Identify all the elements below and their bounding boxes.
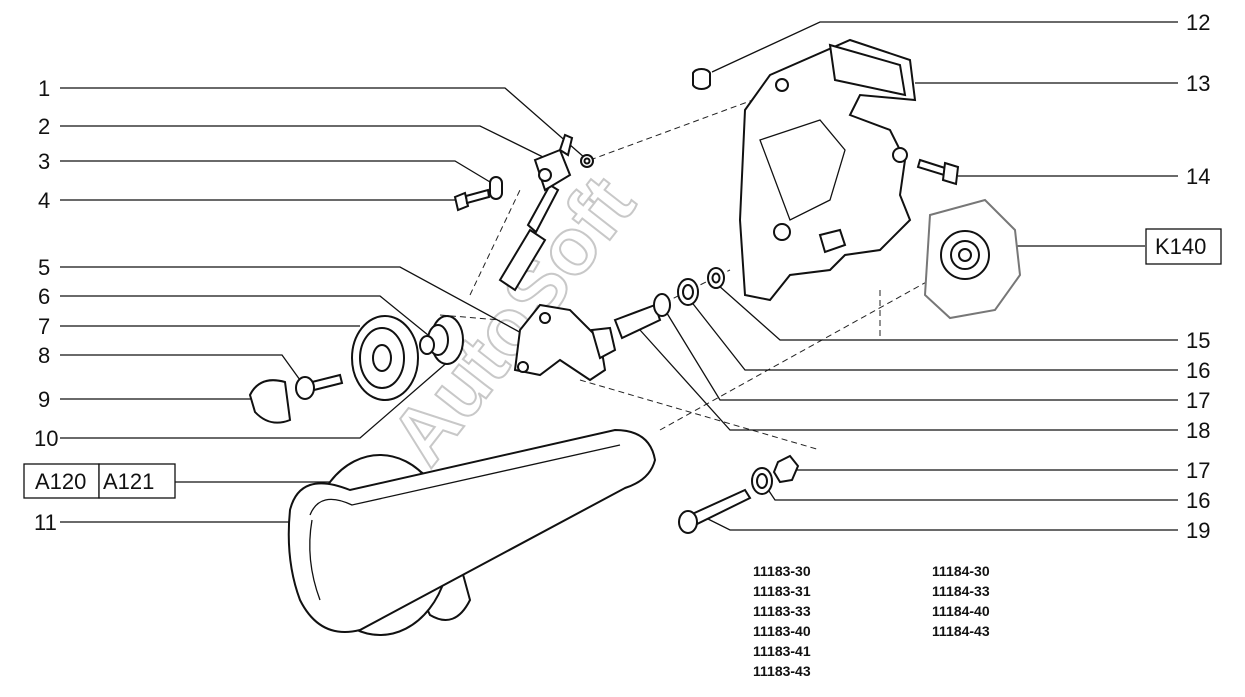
model-code: 11184-43 — [932, 623, 990, 639]
model-code: 11183-43 — [753, 663, 811, 679]
callout-19: 19 — [1186, 518, 1210, 543]
callout-4: 4 — [38, 188, 50, 213]
model-code: 11183-30 — [753, 563, 811, 579]
callout-3: 3 — [38, 149, 50, 174]
callout-14: 14 — [1186, 164, 1210, 189]
callout-15: 15 — [1186, 328, 1210, 353]
callout-6: 6 — [38, 284, 50, 309]
idler-pulley — [248, 315, 464, 424]
bolt-14 — [916, 158, 960, 186]
box-a120 — [23, 463, 100, 499]
callout-10: 10 — [34, 426, 58, 451]
callout-2: 2 — [38, 114, 50, 139]
callout-13: 13 — [1186, 71, 1210, 96]
callout-5: 5 — [38, 255, 50, 280]
box-k140 — [1145, 228, 1222, 265]
model-code: 11184-40 — [932, 603, 990, 619]
callout-17-lower: 17 — [1186, 458, 1210, 483]
leader-lines — [60, 21, 1178, 531]
callout-16-lower: 16 — [1186, 488, 1210, 513]
model-code: 11183-33 — [753, 603, 811, 619]
model-code: 11184-33 — [932, 583, 990, 599]
reference-boxes: A120 A121 K140 — [23, 228, 1222, 499]
box-k140-label: K140 — [1155, 234, 1206, 259]
callout-8: 8 — [38, 343, 50, 368]
callout-17-upper: 17 — [1186, 388, 1210, 413]
callout-9: 9 — [38, 387, 50, 412]
bolt-19-group — [678, 454, 800, 534]
box-a120-label: A120 — [35, 469, 86, 494]
model-codes-left: 11183-30 11183-31 11183-33 11183-40 1118… — [753, 561, 811, 681]
model-code: 11183-40 — [753, 623, 811, 639]
model-code: 11183-31 — [753, 583, 811, 599]
tensioner-bracket — [513, 303, 617, 382]
callout-1: 1 — [38, 76, 50, 101]
callout-12: 12 — [1186, 10, 1210, 35]
callout-11: 11 — [34, 510, 57, 535]
model-code: 11184-30 — [932, 563, 990, 579]
callout-7: 7 — [38, 314, 50, 339]
alternator — [923, 198, 1022, 320]
box-a121-label: A121 — [103, 469, 154, 494]
model-codes-right: 11184-30 11184-33 11184-40 11184-43 — [932, 561, 990, 641]
tensioner-arm — [453, 133, 594, 292]
callout-16-upper: 16 — [1186, 358, 1210, 383]
crankshaft-pulley-belt — [287, 428, 657, 636]
callout-18: 18 — [1186, 418, 1210, 443]
box-a121 — [98, 463, 176, 499]
callout-numbers: 1 2 3 4 5 6 7 8 9 10 11 12 13 14 15 16 1… — [34, 10, 1210, 543]
alternator-bracket — [738, 38, 917, 302]
bushing-12 — [692, 68, 711, 90]
model-code: 11183-41 — [753, 643, 811, 659]
spacers — [613, 267, 725, 340]
